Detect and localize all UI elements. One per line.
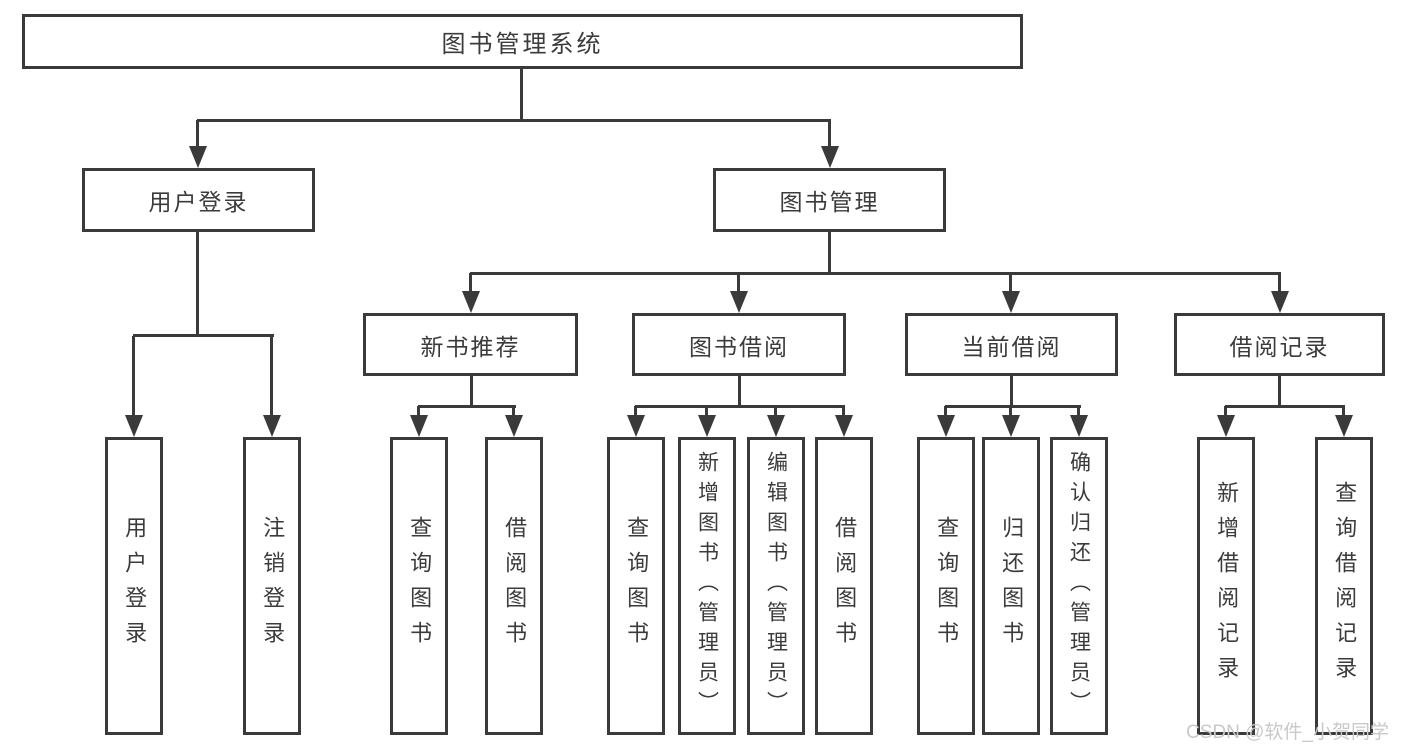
arrow-shaft <box>828 120 831 150</box>
connector-borrow-records-bar <box>1225 405 1345 408</box>
arrow-down-icon <box>462 291 480 313</box>
arrow-down-icon <box>627 415 645 437</box>
arrow-shaft <box>774 406 777 418</box>
arrow-down-icon <box>263 415 281 437</box>
leaf-query-books-3-label: 查询图书 <box>934 516 960 656</box>
arrow-down-icon <box>1217 415 1235 437</box>
arrow-shaft <box>132 336 135 418</box>
connector-current-borrow-bar <box>945 405 1081 408</box>
arrow-down-icon <box>698 415 716 437</box>
arrow-shaft <box>1278 273 1281 295</box>
watermark: CSDN @软件_小贺同学 <box>1186 722 1389 743</box>
leaf-add-borrow-record: 新增借阅记录 <box>1197 437 1255 735</box>
leaf-query-books-1: 查询图书 <box>390 437 448 735</box>
connector-book-borrow-bar <box>635 405 845 408</box>
leaf-edit-book-admin-label: 编辑图书（管理员） <box>764 451 788 721</box>
arrow-shaft <box>634 406 637 418</box>
arrow-shaft <box>705 406 708 418</box>
node-current-borrow-label: 当前借阅 <box>961 333 1062 360</box>
connector-new-book-trunk <box>470 376 473 408</box>
node-user-login: 用户登录 <box>82 168 315 232</box>
node-root-label: 图书管理系统 <box>441 31 604 58</box>
arrow-shaft <box>270 336 273 418</box>
node-book-borrow-label: 图书借阅 <box>689 333 789 360</box>
arrow-shaft <box>1009 273 1012 295</box>
node-user-login-label: 用户登录 <box>148 189 249 215</box>
arrow-down-icon <box>937 415 955 437</box>
arrow-down-icon <box>125 415 143 437</box>
leaf-add-borrow-record-label: 新增借阅记录 <box>1214 481 1240 691</box>
connector-book-borrow-trunk <box>738 376 741 408</box>
leaf-confirm-return-admin-label: 确认归还（管理员） <box>1067 451 1091 721</box>
leaf-query-books-2-label: 查询图书 <box>624 516 650 656</box>
leaf-return-book: 归还图书 <box>982 437 1040 735</box>
leaf-confirm-return-admin: 确认归还（管理员） <box>1050 437 1108 735</box>
leaf-add-book-admin-label: 新增图书（管理员） <box>695 451 719 721</box>
leaf-return-book-label: 归还图书 <box>999 516 1025 656</box>
leaf-query-books-3: 查询图书 <box>917 437 975 735</box>
node-new-book-recommend-label: 新书推荐 <box>420 333 521 360</box>
arrow-shaft <box>512 406 515 418</box>
node-book-borrow: 图书借阅 <box>632 313 846 376</box>
leaf-borrow-books-1: 借阅图书 <box>485 437 543 735</box>
leaf-query-books-2: 查询图书 <box>607 437 665 735</box>
arrow-down-icon <box>1070 415 1088 437</box>
arrow-shaft <box>469 273 472 295</box>
arrow-shaft <box>842 406 845 418</box>
leaf-query-borrow-record: 查询借阅记录 <box>1315 437 1373 735</box>
arrow-down-icon <box>730 291 748 313</box>
node-borrow-records: 借阅记录 <box>1174 313 1385 376</box>
arrow-shaft <box>1077 406 1080 418</box>
arrow-shaft <box>196 120 199 150</box>
node-new-book-recommend: 新书推荐 <box>363 313 578 376</box>
leaf-logout-label: 注销登录 <box>260 516 286 656</box>
arrow-shaft <box>1342 406 1345 418</box>
connector-new-book-bar <box>418 405 516 408</box>
arrow-down-icon <box>1271 291 1289 313</box>
arrow-down-icon <box>189 146 207 168</box>
leaf-user-login-label: 用户登录 <box>122 516 148 656</box>
leaf-query-books-1-label: 查询图书 <box>407 516 433 656</box>
connector-current-borrow-trunk <box>1010 376 1013 408</box>
arrow-down-icon <box>1002 415 1020 437</box>
node-current-borrow: 当前借阅 <box>905 313 1118 376</box>
node-borrow-records-label: 借阅记录 <box>1229 333 1330 360</box>
arrow-shaft <box>944 406 947 418</box>
arrow-down-icon <box>821 146 839 168</box>
leaf-query-borrow-record-label: 查询借阅记录 <box>1332 481 1358 691</box>
arrow-down-icon <box>767 415 785 437</box>
arrow-shaft <box>737 273 740 295</box>
connector-book-management-trunk <box>828 232 831 274</box>
connector-borrow-records-trunk <box>1278 376 1281 408</box>
connector-user-login-trunk <box>196 232 199 337</box>
arrow-down-icon <box>835 415 853 437</box>
leaf-add-book-admin: 新增图书（管理员） <box>678 437 736 735</box>
arrow-down-icon <box>1002 291 1020 313</box>
leaf-borrow-books-1-label: 借阅图书 <box>502 516 528 656</box>
leaf-user-login: 用户登录 <box>105 437 163 735</box>
connector-root-trunk <box>520 69 523 121</box>
node-book-management: 图书管理 <box>713 168 946 232</box>
arrow-shaft <box>1009 406 1012 418</box>
leaf-edit-book-admin: 编辑图书（管理员） <box>747 437 805 735</box>
connector-level1-bar <box>197 119 831 122</box>
leaf-logout: 注销登录 <box>243 437 301 735</box>
node-book-management-label: 图书管理 <box>779 189 880 215</box>
connector-user-login-bar <box>133 334 274 337</box>
arrow-down-icon <box>410 415 428 437</box>
node-root: 图书管理系统 <box>22 14 1023 69</box>
leaf-borrow-books-2: 借阅图书 <box>815 437 873 735</box>
arrow-shaft <box>1224 406 1227 418</box>
leaf-borrow-books-2-label: 借阅图书 <box>832 516 858 656</box>
arrow-shaft <box>417 406 420 418</box>
arrow-down-icon <box>1335 415 1353 437</box>
arrow-down-icon <box>505 415 523 437</box>
connector-book-management-bar <box>470 272 1281 275</box>
